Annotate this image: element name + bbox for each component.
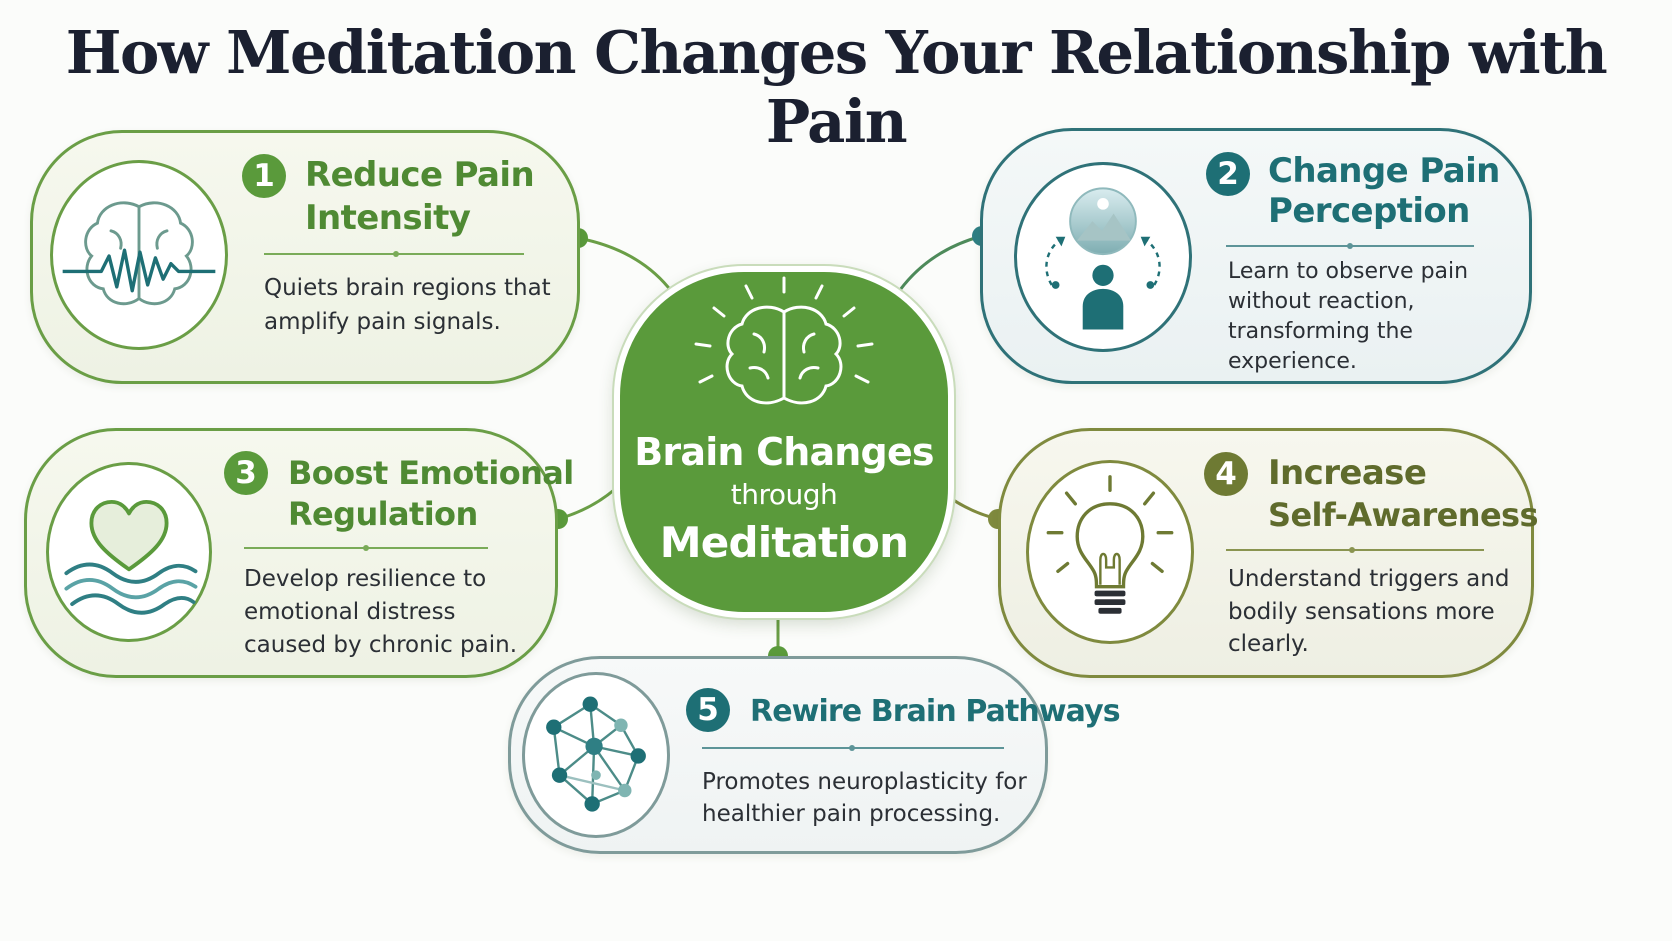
card-1-number-badge: 1 xyxy=(242,154,286,198)
card-2-description-line3: transforming the xyxy=(1228,319,1413,344)
center-line3: Meditation xyxy=(659,518,909,567)
center-hub: Brain Changes through Meditation xyxy=(614,266,954,618)
card-4-number-badge: 4 xyxy=(1204,452,1248,496)
connector-2 xyxy=(898,234,983,291)
card-3-icon-circle xyxy=(46,462,212,642)
card-3-heading-line1: Boost Emotional xyxy=(288,454,574,492)
card-3-number-badge: 3 xyxy=(224,451,268,495)
card-5-divider-dot xyxy=(849,745,855,751)
lightbulb-icon xyxy=(1046,475,1174,614)
card-5-number-badge: 5 xyxy=(686,688,730,732)
card-2-number-badge: 2 xyxy=(1206,152,1250,196)
card-5-description-line1: Promotes neuroplasticity for xyxy=(702,769,1027,795)
card-2-heading-line1: Change Pain xyxy=(1268,151,1500,191)
card-2-description-line2: without reaction, xyxy=(1228,289,1415,314)
card-1-divider-dot xyxy=(393,251,399,257)
card-3-description-line3: caused by chronic pain. xyxy=(244,632,518,658)
card-4-icon-circle xyxy=(1026,460,1194,644)
card-1-heading-line2: Intensity xyxy=(305,198,471,238)
card-1-description-line2: amplify pain signals. xyxy=(264,309,501,335)
page-title: How Meditation Changes Your Relationship… xyxy=(65,18,1608,156)
heart-waves-icon xyxy=(64,499,198,615)
card-4-divider-dot xyxy=(1349,547,1355,553)
card-4-heading-line2: Self-Awareness xyxy=(1268,496,1539,534)
center-line2: through xyxy=(730,478,838,511)
card-5-description-line2: healthier pain processing. xyxy=(702,801,1001,827)
card-4-description-line3: clearly. xyxy=(1228,631,1309,657)
center-line1: Brain Changes xyxy=(634,430,934,474)
card-3-description-line1: Develop resilience to xyxy=(244,566,487,592)
card-2-heading-line2: Perception xyxy=(1268,191,1470,231)
card-2-description-line1: Learn to observe pain xyxy=(1228,259,1469,284)
neural-network-icon xyxy=(546,696,646,812)
radiant-brain-icon xyxy=(694,276,874,405)
card-3-description-line2: emotional distress xyxy=(244,599,456,625)
card-2-icon-circle xyxy=(1014,162,1192,352)
card-2-divider-dot xyxy=(1347,243,1353,249)
card-4-divider xyxy=(1226,549,1484,551)
card-5-heading: Rewire Brain Pathways xyxy=(750,694,1121,729)
card-1-description-line1: Quiets brain regions that xyxy=(264,275,551,301)
card-4-description-line2: bodily sensations more xyxy=(1228,599,1495,625)
card-1-icon-circle xyxy=(50,160,228,350)
card-4-description-line1: Understand triggers and xyxy=(1228,566,1510,592)
card-3-divider-dot xyxy=(363,545,369,551)
connector-1 xyxy=(577,236,674,293)
card-1-heading-line1: Reduce Pain xyxy=(305,155,535,195)
card-3-heading-line2: Regulation xyxy=(288,495,478,533)
brain-wave-icon xyxy=(62,201,216,306)
card-5-icon-circle xyxy=(522,672,670,838)
person-observing-icon xyxy=(1045,187,1161,330)
card-4-heading-line1: Increase xyxy=(1268,453,1427,493)
card-2-description-line4: experience. xyxy=(1228,349,1357,374)
